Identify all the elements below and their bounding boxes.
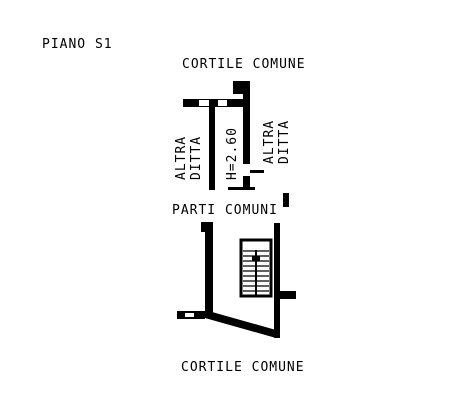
left-neighbor-label-line2: DITTA xyxy=(189,136,204,180)
height-label: H=2.60 xyxy=(225,127,240,180)
lower-room-right-stub xyxy=(280,291,296,299)
lower-room-bottom-wall xyxy=(205,310,276,338)
top-courtyard-label: CORTILE COMUNE xyxy=(182,57,306,72)
upper-room-left-wall xyxy=(209,106,215,190)
upper-room-right-wall xyxy=(243,92,250,164)
left-neighbor-label-line1: ALTRA xyxy=(174,136,189,180)
common-parts-label: PARTI COMUNI xyxy=(172,203,278,218)
floor-label: PIANO S1 xyxy=(42,37,113,52)
upper-room xyxy=(183,81,289,207)
staircase xyxy=(239,238,273,298)
upper-room-right-post xyxy=(283,193,289,207)
upper-room-door-jamb xyxy=(250,170,264,173)
upper-room-bottom-wall xyxy=(228,187,255,190)
right-neighbor-label-line2: DITTA xyxy=(277,120,292,164)
lower-room xyxy=(177,222,296,338)
right-neighbor-label-group: ALTRA DITTA xyxy=(262,120,292,164)
left-neighbor-label-group: ALTRA DITTA xyxy=(174,136,204,180)
upper-room-window-left xyxy=(199,100,209,106)
upper-room-window-right xyxy=(218,100,227,106)
lower-room-left-wall xyxy=(205,225,213,315)
lower-room-window xyxy=(185,313,194,317)
right-neighbor-label-line1: ALTRA xyxy=(262,120,277,164)
upper-room-pillar xyxy=(233,81,250,94)
bottom-courtyard-label: CORTILE COMUNE xyxy=(181,360,305,375)
stair-landing-mark xyxy=(252,256,260,261)
upper-room-right-wall-lower xyxy=(243,176,250,190)
upper-room-top-wall xyxy=(183,99,249,107)
lower-room-right-wall xyxy=(274,223,280,338)
height-label-group: H=2.60 xyxy=(225,127,240,180)
